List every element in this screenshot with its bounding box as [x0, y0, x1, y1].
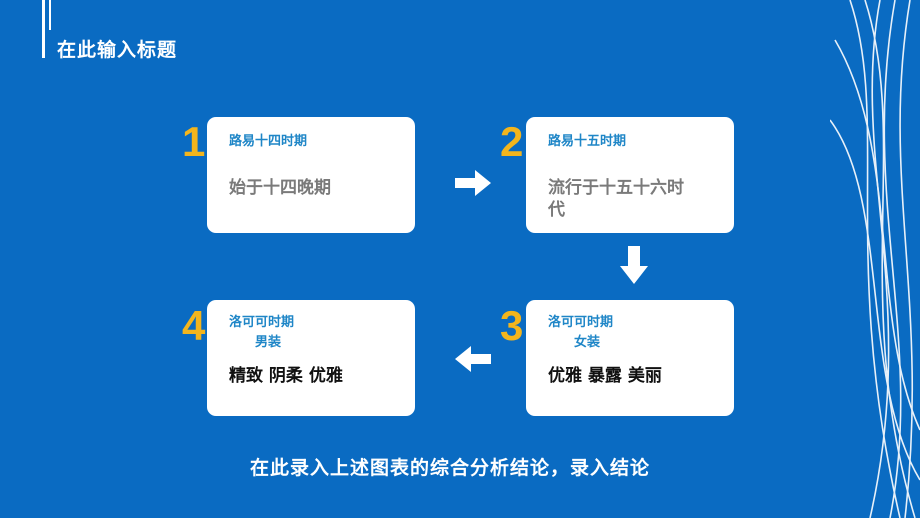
title-accent-bar: [42, 0, 45, 58]
step-subheading: 男装: [255, 335, 282, 350]
slide-title: 在此输入标题: [57, 39, 178, 61]
step-number-3: 3: [500, 302, 524, 349]
step-card-2: 路易十五时期 流行于十五十六时代: [526, 117, 734, 233]
step-number-1: 1: [182, 118, 206, 165]
step-body: 优雅 暴露 美丽: [548, 366, 662, 386]
arrow-left-icon: [455, 346, 491, 372]
conclusion-text: 在此录入上述图表的综合分析结论，录入结论: [249, 457, 650, 479]
step-subheading: 女装: [574, 335, 601, 350]
step-number-4: 4: [182, 302, 206, 349]
arrow-right-icon: [455, 170, 491, 196]
step-body: 流行于十五十六时代: [548, 178, 684, 220]
step-heading: 洛可可时期: [229, 315, 295, 330]
step-body: 始于十四晚期: [229, 178, 331, 198]
step-heading: 洛可可时期: [548, 315, 614, 330]
title-accent-bar-thin: [49, 0, 51, 30]
step-heading: 路易十四时期: [229, 134, 308, 149]
step-number-2: 2: [500, 118, 524, 165]
decorative-curves: [830, 0, 920, 518]
step-body: 精致 阴柔 优雅: [229, 366, 343, 386]
step-card-1: 路易十四时期 始于十四晚期: [207, 117, 415, 233]
arrow-down-icon: [620, 246, 648, 284]
step-heading: 路易十五时期: [548, 134, 627, 149]
step-card-3: 洛可可时期 女装 优雅 暴露 美丽: [526, 300, 734, 416]
step-card-4: 洛可可时期 男装 精致 阴柔 优雅: [207, 300, 415, 416]
